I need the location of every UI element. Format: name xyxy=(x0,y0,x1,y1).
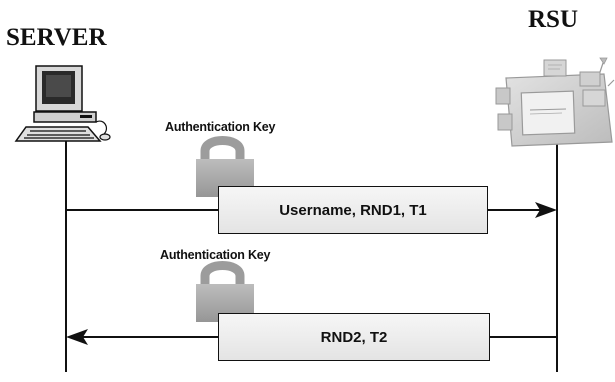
message-1-arrowhead xyxy=(535,202,557,218)
server-title: SERVER xyxy=(6,24,107,51)
message-1-box: Username, RND1, T1 xyxy=(218,186,488,234)
authentication-key-label: Authentication Key xyxy=(165,120,276,134)
message-2-box: RND2, T2 xyxy=(218,313,490,361)
desktop-computer-icon xyxy=(14,65,111,142)
rsu-title: RSU xyxy=(528,6,579,33)
message-2-arrowhead xyxy=(66,329,88,345)
authentication-key-label: Authentication Key xyxy=(160,248,271,262)
rsu-device-icon xyxy=(495,57,615,147)
